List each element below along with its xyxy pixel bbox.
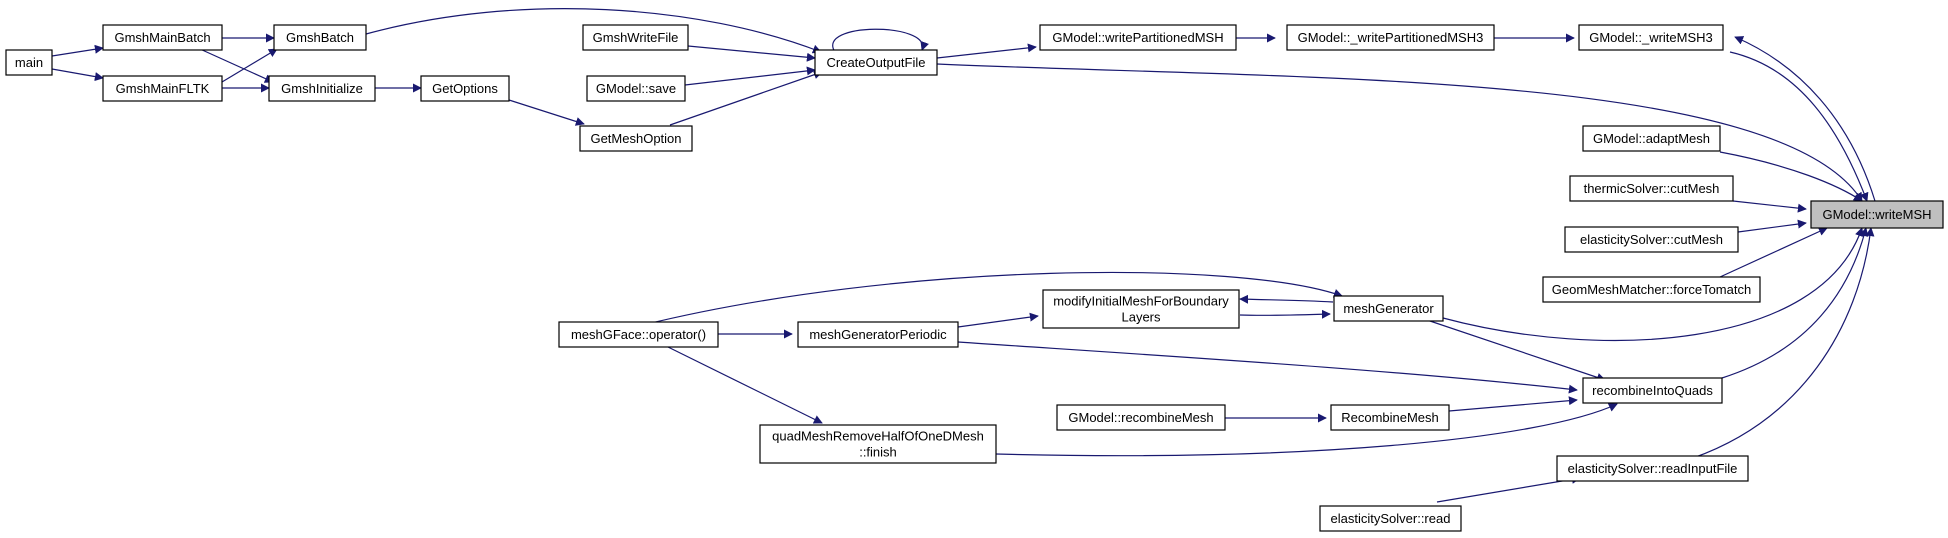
node-recombine-into-quads[interactable]: recombineIntoQuads: [1582, 377, 1723, 404]
node-label: GModel::writeMSH: [1822, 207, 1931, 222]
edge-recombinemesh-recombineintoquads: [1448, 396, 1578, 412]
node-gmsh-initialize[interactable]: GmshInitialize: [268, 75, 376, 102]
edge-gmshmainfltk-gmshbatch: [221, 48, 278, 83]
node-write-partitioned-msh[interactable]: GModel::writePartitionedMSH: [1039, 24, 1237, 51]
node-label: GModel::adaptMesh: [1593, 131, 1710, 146]
node-gmsh-write-file[interactable]: GmshWriteFile: [582, 24, 689, 51]
edge-meshgeneratorperiodic-modifyinitialmesh: [957, 312, 1039, 328]
node-label: GmshBatch: [286, 30, 354, 45]
node-label-line2: Layers: [1121, 310, 1161, 325]
node-label: recombineIntoQuads: [1592, 383, 1713, 398]
edge-forcetomatch-writemsh: [1719, 227, 1828, 278]
node-mesh-generator[interactable]: meshGenerator: [1333, 295, 1444, 322]
node-label: meshGFace::operator(): [571, 327, 706, 342]
node-recombine-mesh[interactable]: RecombineMesh: [1330, 404, 1450, 431]
edge-recombineintoquads-writemsh: [1721, 227, 1869, 379]
node-label: elasticitySolver::readInputFile: [1568, 461, 1738, 476]
node-label: GetOptions: [432, 81, 498, 96]
edge-gmshmainbatch-gmshinitialize: [199, 48, 274, 83]
node-elasticity-cut-mesh[interactable]: elasticitySolver::cutMesh: [1564, 226, 1739, 253]
node-write-msh[interactable]: GModel::writeMSH: [1810, 200, 1944, 229]
node-thermic-cut-mesh[interactable]: thermicSolver::cutMesh: [1569, 175, 1734, 202]
node-label: GmshInitialize: [281, 81, 363, 96]
edge-main-gmshmainfltk: [51, 68, 104, 82]
node-elasticity-read[interactable]: elasticitySolver::read: [1319, 505, 1462, 532]
node-label: main: [15, 55, 43, 70]
edge-meshgface-quadmesh: [667, 346, 823, 424]
node-label: GModel::_writePartitionedMSH3: [1298, 30, 1484, 45]
edge-createoutputfile-writemsh: [936, 63, 1863, 202]
node-get-mesh-option[interactable]: GetMeshOption: [579, 125, 693, 152]
node-label-line1: modifyInitialMeshForBoundary: [1053, 294, 1229, 309]
edge-elasticity-cutmesh-writemsh: [1737, 219, 1807, 233]
node-label-line1: quadMeshRemoveHalfOfOneDMesh: [772, 429, 984, 444]
node-gmsh-batch[interactable]: GmshBatch: [273, 24, 367, 51]
edge-getmeshoption-createoutputfile: [669, 70, 823, 126]
edge-writemsh3-writemsh: [1729, 51, 1869, 202]
node-gmodel-save[interactable]: GModel::save: [586, 75, 686, 102]
node-gmsh-main-batch[interactable]: GmshMainBatch: [102, 24, 223, 51]
edge-read-readinputfile: [1436, 474, 1581, 503]
edge-createoutputfile-writepartitionedmsh: [936, 43, 1037, 59]
node-gmodel-recombine-mesh[interactable]: GModel::recombineMesh: [1056, 404, 1226, 431]
node-label: CreateOutputFile: [827, 55, 926, 70]
node-label: GetMeshOption: [590, 131, 681, 146]
edge-createoutputfile-self: [832, 28, 929, 53]
node-label: GmshMainBatch: [114, 30, 210, 45]
node-label: elasticitySolver::cutMesh: [1580, 232, 1723, 247]
edge-meshgenerator-writemsh: [1442, 227, 1864, 342]
node-create-output-file[interactable]: CreateOutputFile: [814, 49, 938, 76]
node-label-line2: ::finish: [859, 445, 897, 460]
edge-readinputfile-writemsh: [1692, 227, 1875, 459]
node-mesh-gface-operator[interactable]: meshGFace::operator(): [558, 321, 719, 348]
node-label: elasticitySolver::read: [1331, 511, 1451, 526]
edge-thermic-cutmesh-writemsh: [1732, 200, 1807, 213]
edge-modifyinitialmesh-meshgenerator: [1239, 309, 1331, 319]
edge-writemsh-writemsh3: [1734, 36, 1876, 202]
node-label: RecombineMesh: [1341, 410, 1439, 425]
node-label: GModel::save: [596, 81, 676, 96]
node-main[interactable]: main: [5, 49, 53, 76]
node-label: GeomMeshMatcher::forceTomatch: [1552, 282, 1751, 297]
node-label: GModel::_writeMSH3: [1589, 30, 1713, 45]
edge-quadmesh-recombineintoquads: [995, 403, 1618, 457]
node-label: GmshWriteFile: [593, 30, 679, 45]
node-label: thermicSolver::cutMesh: [1584, 181, 1720, 196]
node-quad-mesh-remove-half[interactable]: quadMeshRemoveHalfOfOneDMesh ::finish: [759, 424, 997, 464]
node-label: GModel::writePartitionedMSH: [1052, 30, 1223, 45]
edge-main-gmshmainbatch: [51, 44, 104, 57]
node-label: GModel::recombineMesh: [1068, 410, 1213, 425]
node-force-to-match[interactable]: GeomMeshMatcher::forceTomatch: [1542, 276, 1761, 303]
node-label: meshGenerator: [1343, 301, 1434, 316]
edge-adaptmesh-writemsh: [1719, 151, 1863, 202]
edge-meshgeneratorperiodic-recombineintoquads: [957, 341, 1578, 394]
edge-getoptions-getmeshoption: [508, 99, 585, 126]
edge-gmshbatch-createoutputfile: [365, 8, 822, 54]
node-mesh-generator-periodic[interactable]: meshGeneratorPeriodic: [797, 321, 959, 348]
node-gmsh-main-fltk[interactable]: GmshMainFLTK: [102, 75, 223, 102]
edge-meshgenerator-recombineintoquads: [1426, 319, 1606, 382]
node-get-options[interactable]: GetOptions: [420, 75, 510, 102]
node-adapt-mesh[interactable]: GModel::adaptMesh: [1582, 125, 1721, 152]
node-modify-initial-mesh[interactable]: modifyInitialMeshForBoundary Layers: [1042, 289, 1240, 329]
node-read-input-file[interactable]: elasticitySolver::readInputFile: [1556, 455, 1749, 482]
edge-meshgenerator-modifyinitialmesh: [1239, 294, 1334, 304]
edge-gmodel-save-createoutputfile: [684, 66, 816, 86]
edge-meshgface-meshgenerator: [642, 271, 1343, 326]
node-label: meshGeneratorPeriodic: [809, 327, 947, 342]
node-write-msh3[interactable]: GModel::_writeMSH3: [1578, 24, 1724, 51]
edge-gmshwritefile-createoutputfile: [687, 45, 816, 62]
node-label: GmshMainFLTK: [116, 81, 210, 96]
node-write-partitioned-msh3[interactable]: GModel::_writePartitionedMSH3: [1286, 24, 1495, 51]
